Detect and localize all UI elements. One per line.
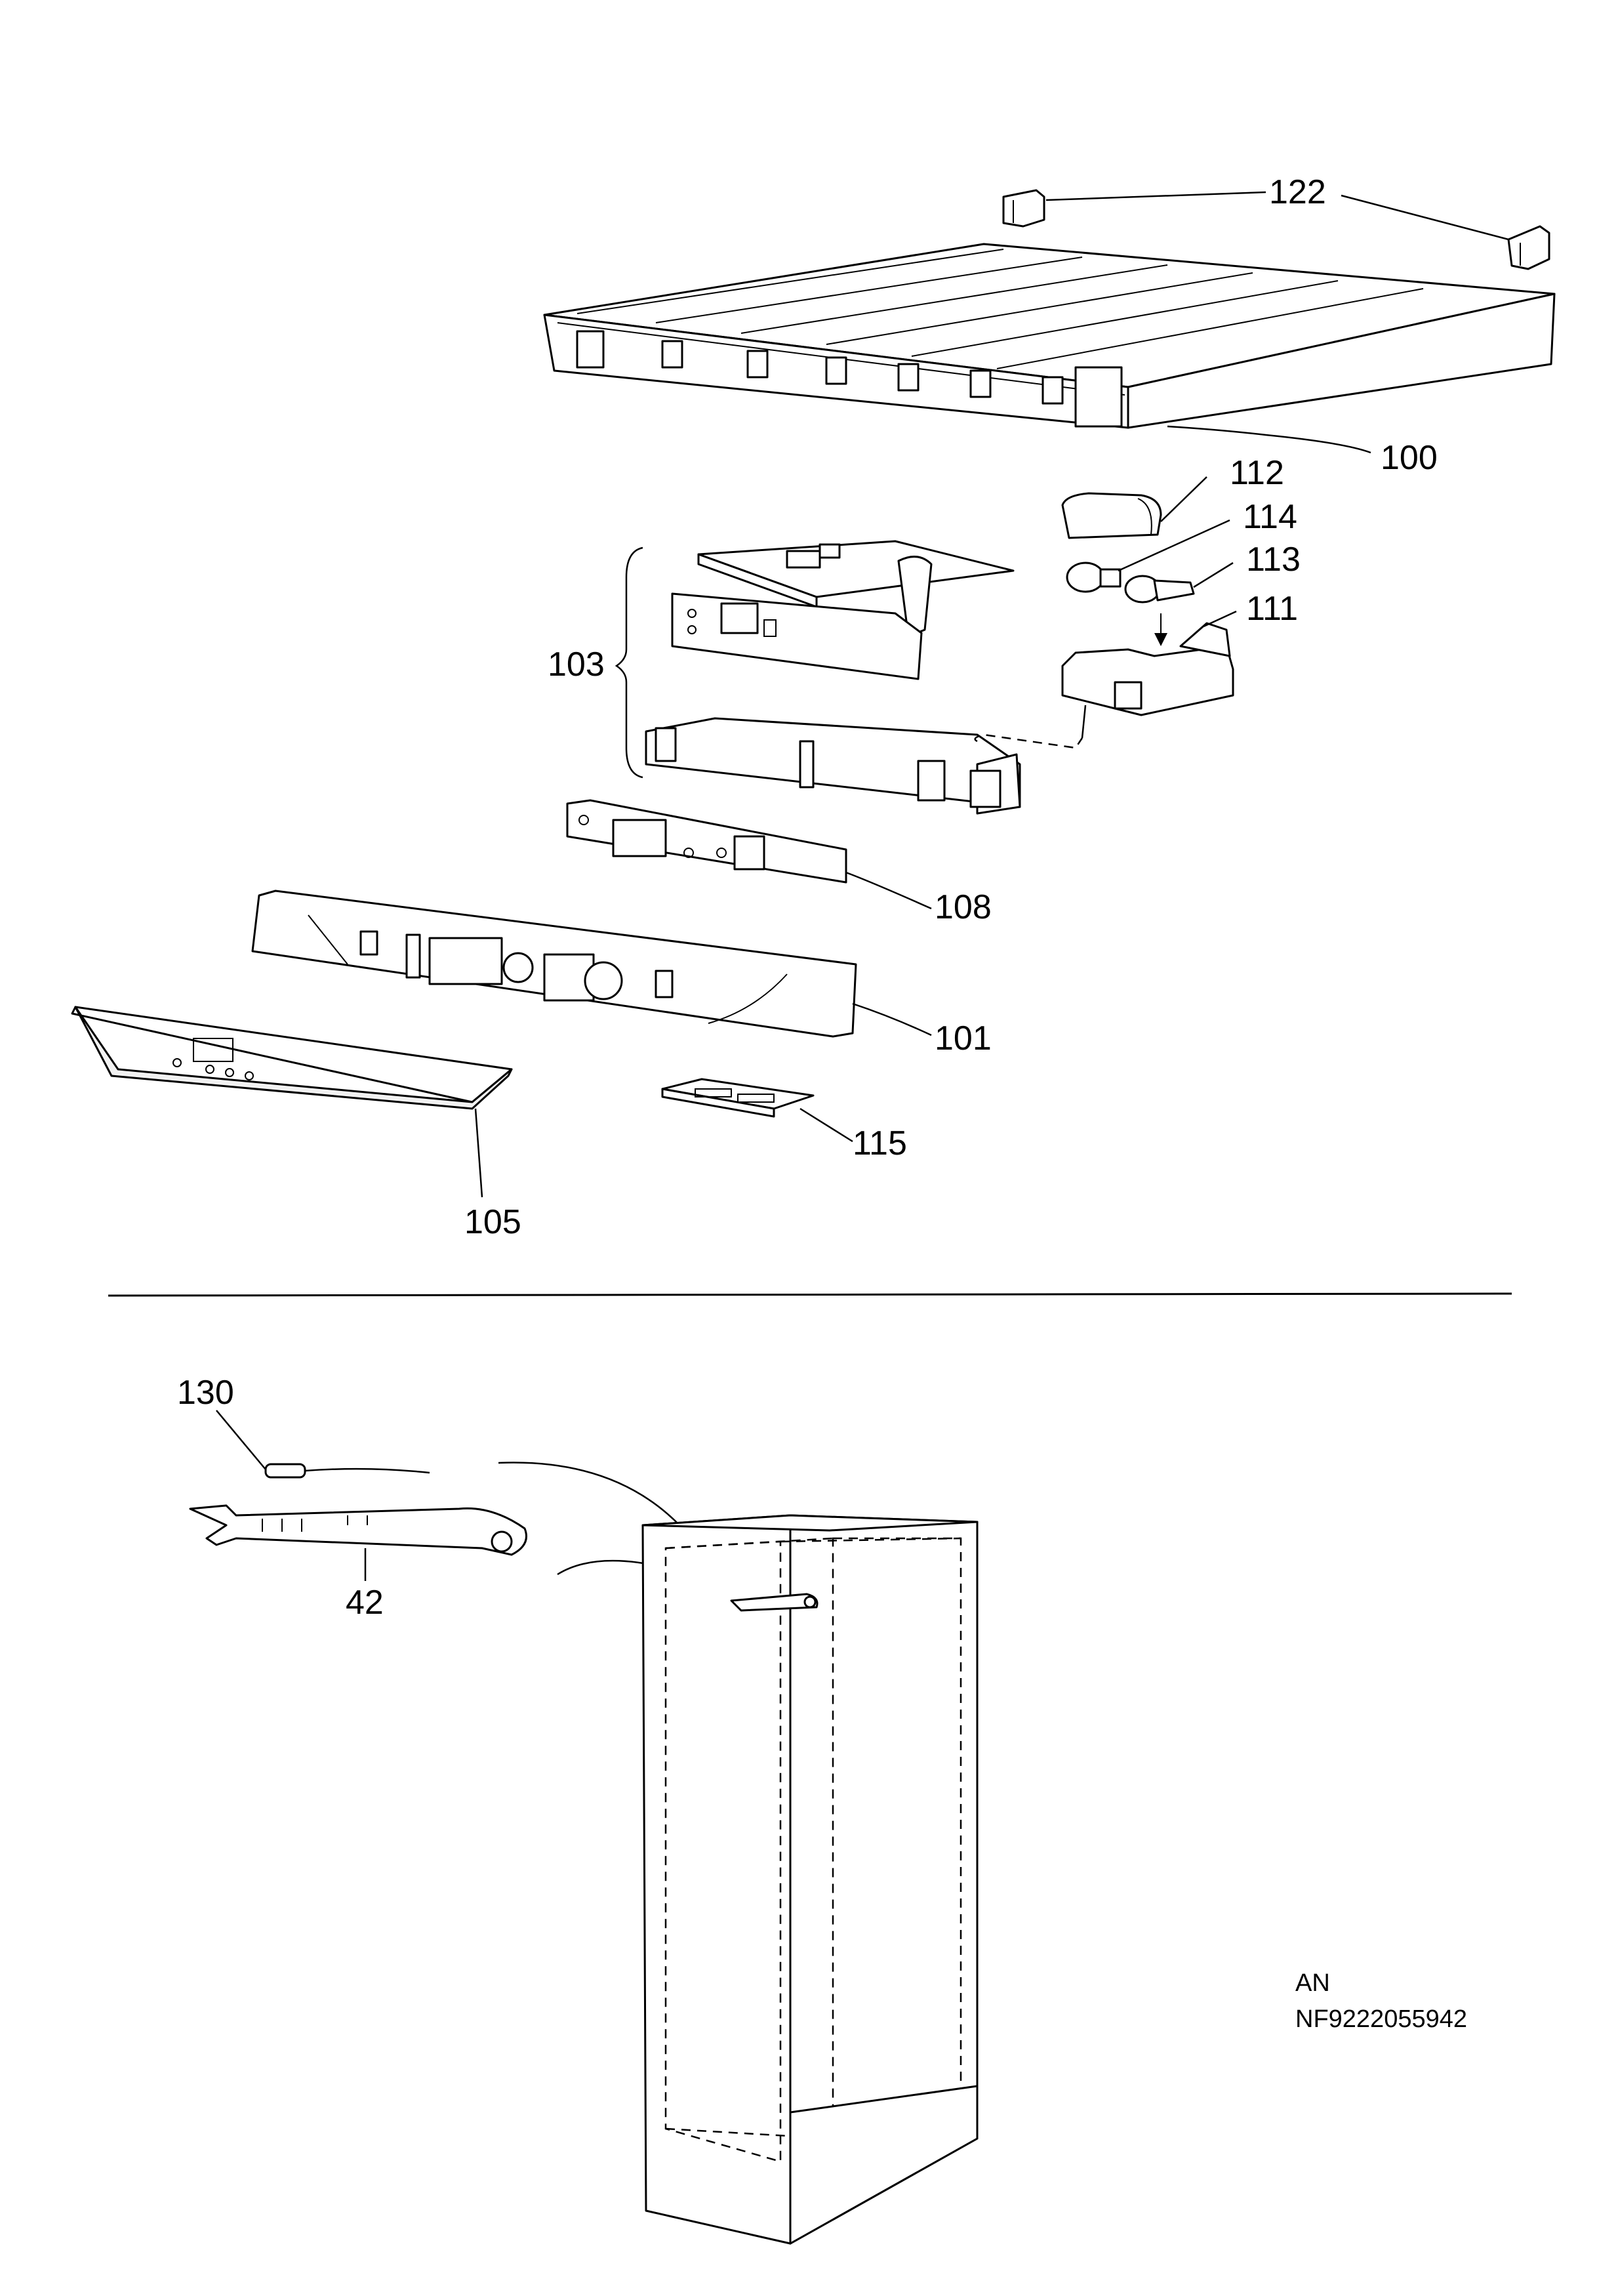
callout-108: 108 [935,888,992,926]
wire-link-lamp [1081,705,1087,739]
callout-100: 100 [1381,439,1438,477]
leader-lines [216,191,1509,1581]
clip-part [661,1078,815,1118]
callout-115: 115 [853,1124,907,1162]
callout-112: 112 [1230,454,1284,492]
control-housing-frame [645,717,1021,815]
reference-line-2: NF9222055942 [1295,2005,1467,2033]
cabinet-outline [641,1514,979,2245]
callout-122: 122 [1269,173,1326,211]
display-board [671,592,923,680]
sensor-holder [189,1504,527,1556]
pcb-board [697,540,1015,638]
control-bracket [566,799,847,884]
callout-labels: 122 100 112 114 113 111 103 108 101 115 … [177,173,1438,1622]
callout-111: 111 [1246,590,1298,628]
temperature-sensor [264,1463,430,1479]
lamp-socket [1124,575,1195,646]
top-cover-panel [543,243,1556,429]
callout-103: 103 [548,646,605,684]
drawing-reference: AN NF9222055942 [1295,1969,1467,2033]
lamp-cover [1061,492,1162,539]
control-fascia [251,890,857,1038]
callout-105: 105 [464,1203,521,1241]
bracket-103 [615,546,643,779]
light-bulb [1066,562,1122,593]
hinge-cap-right [1507,225,1550,270]
callout-130: 130 [177,1374,234,1412]
callout-101: 101 [935,1019,992,1057]
section-divider [108,1292,1512,1297]
callout-42: 42 [346,1584,384,1622]
wire-link-dashed [974,733,1083,749]
lamp-holder [1061,622,1234,716]
callout-114: 114 [1243,498,1297,536]
front-decor-strip [71,1006,513,1110]
hinge-cap-left [1002,189,1045,228]
reference-line-1: AN [1295,1969,1330,1997]
callout-113: 113 [1246,541,1301,579]
